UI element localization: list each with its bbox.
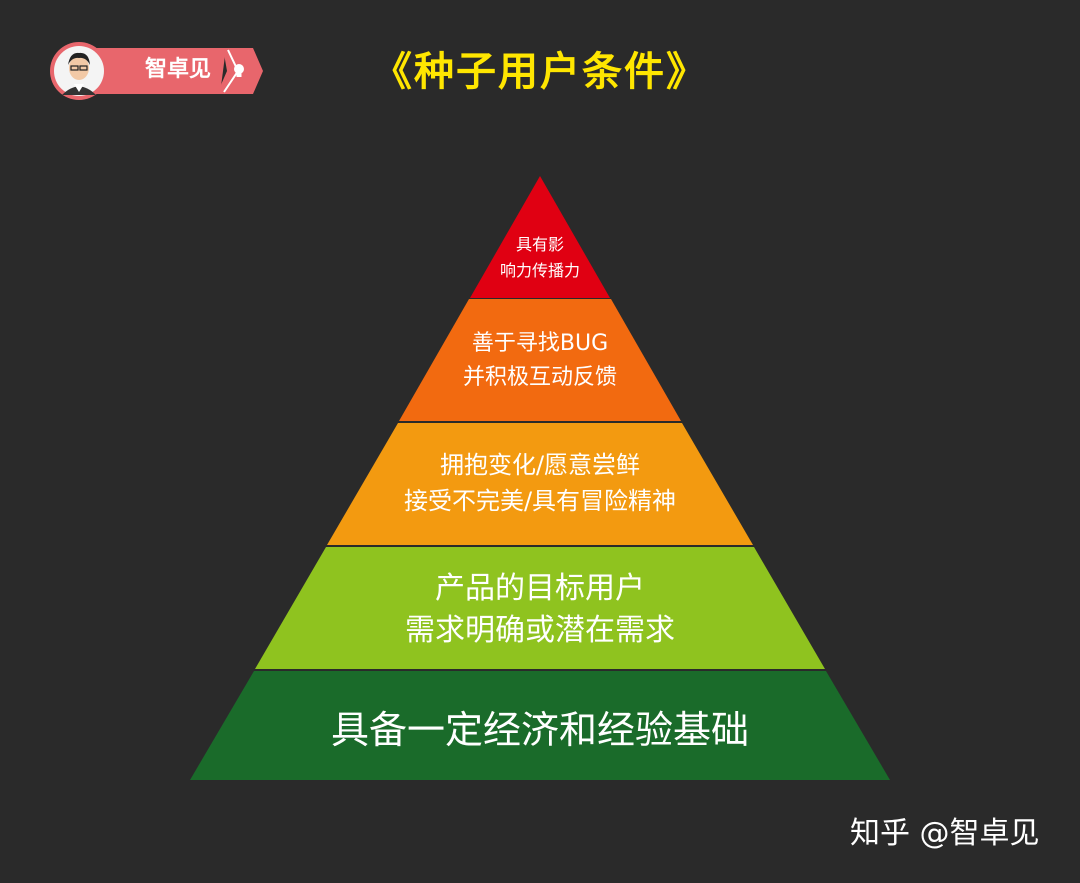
tier-5-text: 具备一定经济和经验基础 (140, 705, 940, 755)
tier-2-line-1: 善于寻找BUG (471, 331, 609, 356)
tier-1-line-2: 响力传播力 (499, 261, 580, 280)
watermark: 知乎 @智卓见 (850, 816, 1040, 851)
pyramid-tier-4 (255, 547, 825, 669)
tier-4-text: 产品的目标用户 需求明确或潜在需求 (140, 568, 940, 652)
tier-3-text: 拥抱变化/愿意尝鲜 接受不完美/具有冒险精神 (140, 447, 940, 519)
pyramid-tier-3 (327, 423, 753, 545)
tier-1-text: 具有影 响力传播力 (140, 232, 940, 284)
lightbulb-icon (234, 64, 244, 77)
tier-3-line-1: 拥抱变化/愿意尝鲜 (439, 451, 641, 479)
tier-3-line-2: 接受不完美/具有冒险精神 (403, 487, 677, 515)
pyramid-tier-2 (399, 299, 681, 421)
tier-4-line-1: 产品的目标用户 (435, 571, 645, 606)
tier-1-line-1: 具有影 (515, 235, 564, 254)
person-avatar-icon (50, 42, 108, 100)
tier-2-line-2: 并积极互动反馈 (462, 365, 617, 390)
author-badge: 智卓见 (48, 40, 268, 102)
badge-ribbon (78, 48, 226, 94)
tier-2-text: 善于寻找BUG 并积极互动反馈 (140, 327, 940, 395)
tier-5-line-1: 具备一定经济和经验基础 (330, 708, 749, 752)
pyramid-tier-5 (190, 671, 890, 780)
pyramid-tier-1 (470, 176, 610, 298)
page-title: 《种子用户条件》 (372, 49, 708, 95)
badge-shape (50, 42, 263, 100)
badge-name: 智卓见 (144, 57, 211, 82)
tier-4-line-2: 需求明确或潜在需求 (405, 613, 675, 648)
